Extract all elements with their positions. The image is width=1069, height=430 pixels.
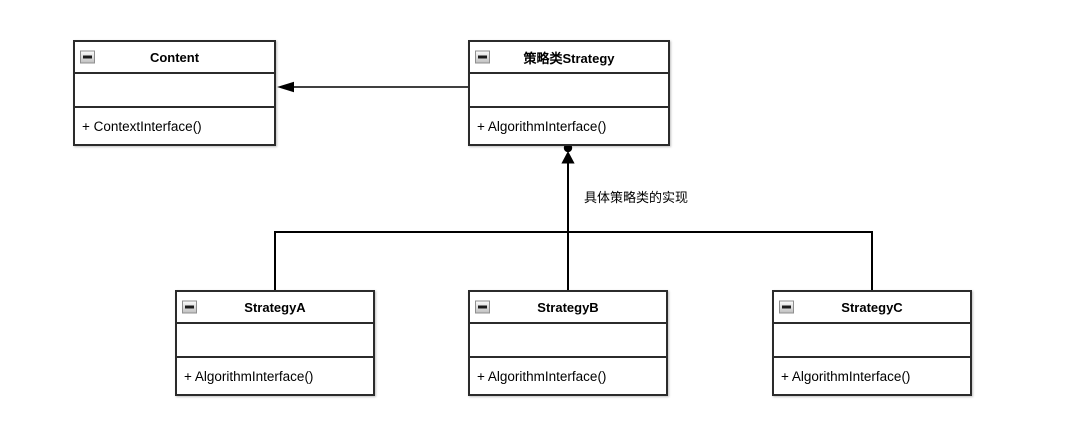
attributes-compartment [470,324,666,358]
class-box-strategyC[interactable]: StrategyC + AlgorithmInterface() [772,290,972,396]
class-title-bar: 策略类Strategy [470,42,668,74]
method-label: + AlgorithmInterface() [184,368,314,384]
attributes-compartment [75,74,274,108]
class-name: StrategyC [841,299,903,315]
class-name: StrategyB [537,299,599,315]
association-arrowhead-icon [277,81,294,93]
class-box-strategyB[interactable]: StrategyB + AlgorithmInterface() [468,290,668,396]
class-name: 策略类Strategy [523,50,615,66]
class-name: StrategyA [244,299,306,315]
class-box-strategy[interactable]: 策略类Strategy + AlgorithmInterface() [468,40,670,146]
minus-bar [782,305,791,309]
attributes-compartment [774,324,970,358]
minus-bar [83,55,92,59]
collapse-minus-icon[interactable] [80,50,95,64]
realization-arrowhead-icon [561,151,575,164]
methods-compartment: + AlgorithmInterface() [470,108,668,144]
method-label: + ContextInterface() [82,118,202,134]
class-name: Content [149,49,200,65]
collapse-minus-icon[interactable] [475,300,490,314]
class-title-bar: StrategyB [470,292,666,324]
method-label: + AlgorithmInterface() [781,368,911,384]
realization-edge-label: 具体策略类的实现 [584,190,689,205]
minus-bar [185,305,194,309]
class-box-content[interactable]: Content + ContextInterface() [73,40,276,146]
methods-compartment: + AlgorithmInterface() [470,358,666,394]
attributes-compartment [470,74,668,108]
methods-compartment: + AlgorithmInterface() [774,358,970,394]
method-label: + AlgorithmInterface() [477,368,607,384]
minus-bar [478,55,487,59]
methods-compartment: + AlgorithmInterface() [177,358,373,394]
minus-bar [478,305,487,309]
method-label: + AlgorithmInterface() [477,118,607,134]
class-title-bar: StrategyA [177,292,373,324]
class-box-strategyA[interactable]: StrategyA + AlgorithmInterface() [175,290,375,396]
collapse-minus-icon[interactable] [475,50,490,64]
class-title-bar: StrategyC [774,292,970,324]
attributes-compartment [177,324,373,358]
collapse-minus-icon[interactable] [779,300,794,314]
class-title-bar: Content [75,42,274,74]
collapse-minus-icon[interactable] [182,300,197,314]
methods-compartment: + ContextInterface() [75,108,274,144]
